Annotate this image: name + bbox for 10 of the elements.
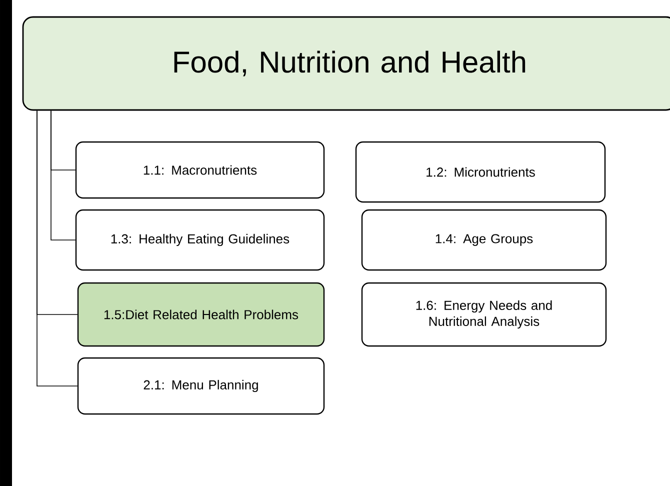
topic-box: 2.1: Menu Planning: [77, 357, 325, 415]
topic-box: 1.2: Micronutrients: [355, 141, 606, 203]
topic-box: 1.1: Macronutrients: [75, 141, 325, 199]
connector-line: [36, 110, 78, 386]
title-box: Food, Nutrition and Health: [22, 16, 670, 111]
highlighted-topic-box: 1.5:Diet Related Health Problems: [77, 282, 325, 347]
topic-box: 1.3: Healthy Eating Guidelines: [75, 209, 325, 271]
topic-box: 1.4: Age Groups: [361, 209, 607, 271]
topic-box: 1.6: Energy Needs and Nutritional Analysis: [361, 282, 607, 347]
connector-line: [50, 110, 76, 240]
